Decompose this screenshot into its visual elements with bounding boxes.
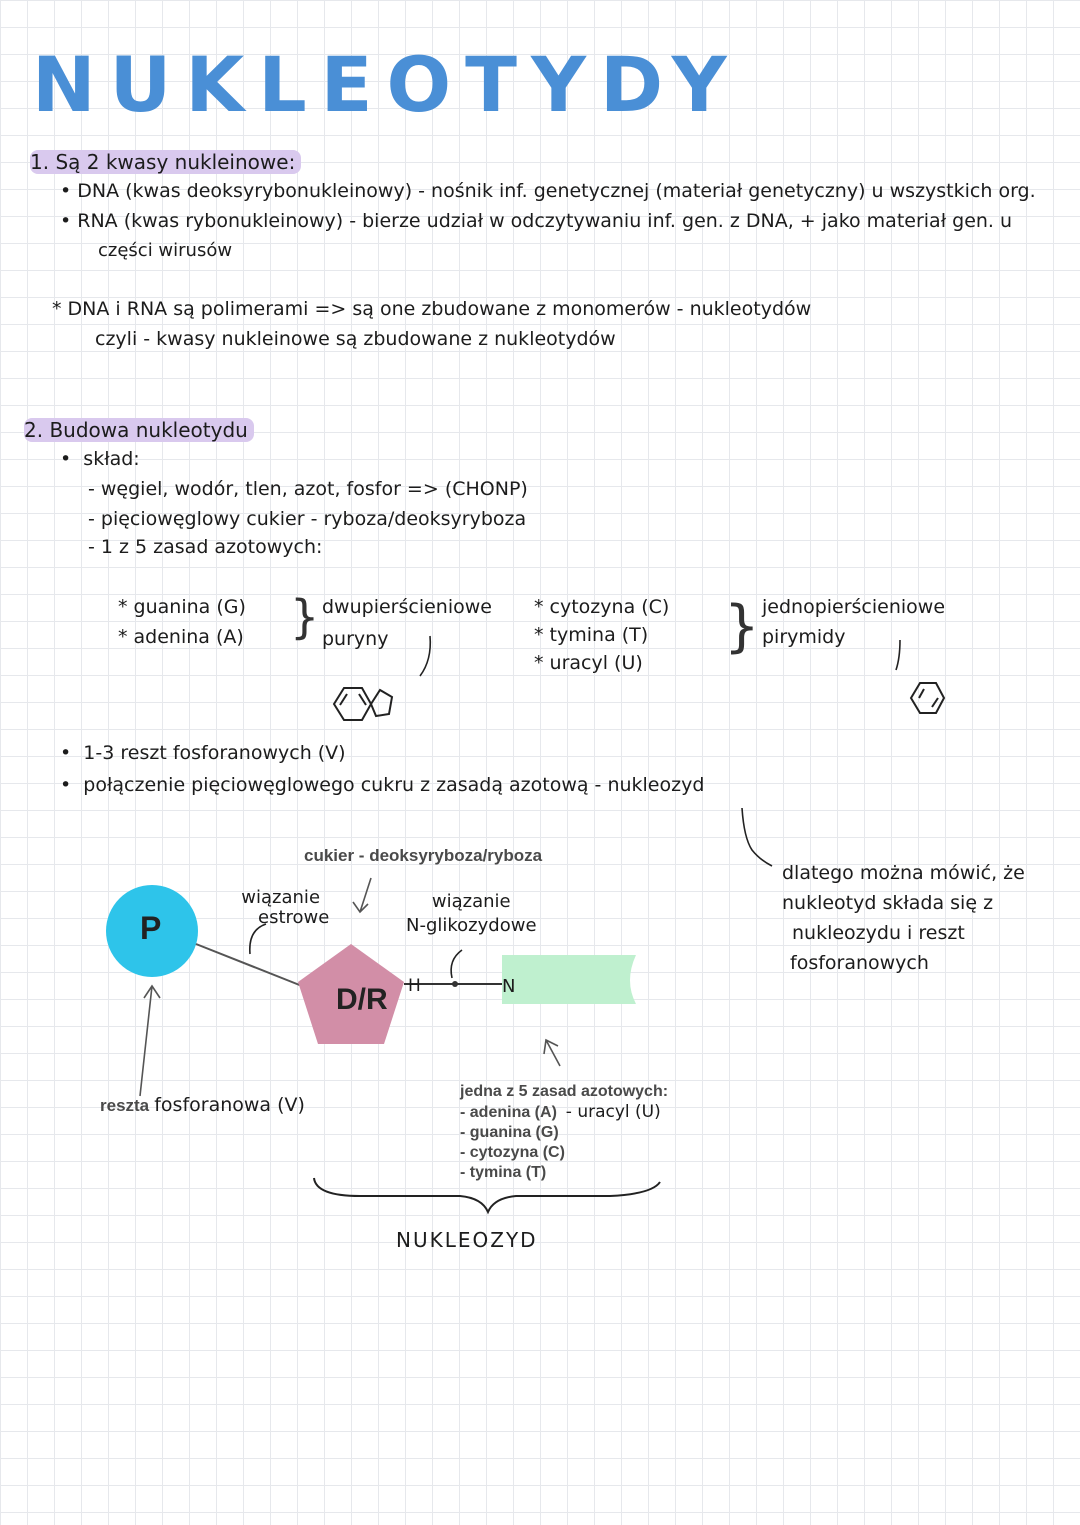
section2-heading: 2. Budowa nukleotydu: [24, 418, 254, 442]
ester-bond-label-line1: wiązanie: [241, 887, 321, 908]
nucleoside-label: NUKLEOZYD: [396, 1228, 538, 1252]
section1-heading: 1. Są 2 kwasy nukleinowe:: [30, 150, 302, 174]
section2-heading-text: 2. Budowa nukleotydu: [24, 418, 254, 442]
base-shape: [502, 955, 636, 1004]
pyrimidine-uracil: * uracyl (U): [534, 652, 643, 674]
bases-item-uracil: - uracyl (U): [565, 1102, 661, 1122]
phosphate-caption: reszta fosforanowa (V): [100, 1094, 305, 1116]
n-atom-label: N: [502, 976, 516, 997]
bullet-nucleoside-text: połączenie pięciowęglowego cukru z zasad…: [83, 774, 705, 796]
side-note-line1: dlatego można mówić, że: [782, 862, 1025, 884]
pyrimidine-cytosine: * cytozyna (C): [534, 596, 670, 618]
polymer-note-line2: czyli - kwasy nukleinowe są zbudowane z …: [95, 328, 616, 350]
sklad-item-sugar: - pięciowęglowy cukier - ryboza/deoksyry…: [88, 508, 527, 530]
glycosidic-bond-dot: [452, 981, 458, 987]
side-note-arrow: [741, 807, 773, 867]
phosphate-circle: [106, 885, 198, 977]
glycosidic-bond-label-line2: N-glikozydowe: [406, 915, 537, 936]
glycosidic-bond-label: wiązanie N-glikozydowe: [406, 890, 537, 938]
sugar-label-text: cukier - deoksyryboza/ryboza: [304, 846, 543, 865]
bullet-rna-continuation: części wirusów: [98, 240, 233, 261]
pyrimidine-ring-icon: [909, 682, 946, 714]
bullet-rna: • RNA (kwas rybonukleinowy) - bierze udz…: [60, 210, 1013, 232]
bases-item-guanine: - guanina (G): [460, 1124, 559, 1141]
bullet-dna-text: DNA (kwas deoksyrybonukleinowy) - nośnik…: [77, 180, 1036, 202]
glycosidic-pointer: [450, 949, 463, 979]
bullet-dna: • DNA (kwas deoksyrybonukleinowy) - nośn…: [60, 180, 1036, 202]
sugar-label: cukier - deoksyryboza/ryboza: [304, 846, 542, 866]
bullet-phosphate: • 1-3 reszt fosforanowych (V): [60, 742, 346, 764]
purine-desc-rings: dwupierścieniowe: [322, 596, 492, 618]
bases-caption: jedna z 5 zasad azotowych: - adenina (A)…: [460, 1082, 668, 1183]
pyrimidine-desc-name: pirymidy: [762, 626, 846, 648]
purine-arrow: [419, 635, 432, 677]
purine-ring-icon: [332, 687, 394, 721]
sugar-pentagon: [298, 944, 404, 1044]
pyrimidine-arrow: [895, 639, 901, 671]
side-note: dlatego można mówić, że nukleotyd składa…: [782, 858, 1025, 978]
ester-bond-label-line2: estrowe: [258, 907, 330, 928]
bullet-nucleoside: • połączenie pięciowęglowego cukru z zas…: [60, 774, 705, 796]
pyrimidine-desc-rings: jednopierścieniowe: [762, 596, 946, 618]
sklad-item-base: - 1 z 5 zasad azotowych:: [88, 536, 323, 558]
bullet-rna-text: RNA (kwas rybonukleinowy) - bierze udzia…: [77, 210, 1013, 232]
phosphate-caption-arrow: [139, 984, 161, 1097]
bases-item-cytosine: - cytozyna (C): [460, 1144, 565, 1161]
sklad-label: • skład:: [60, 448, 140, 470]
bases-item-adenine-row: - adenina (A) - uracyl (U): [460, 1102, 668, 1123]
bases-item-thymine: - tymina (T): [460, 1164, 547, 1181]
section1-heading-text: 1. Są 2 kwasy nukleinowe:: [30, 150, 302, 174]
sugar-arrow: [352, 877, 372, 914]
bases-title: jedna z 5 zasad azotowych:: [460, 1083, 669, 1100]
purine-desc-name: puryny: [322, 628, 389, 650]
pyrimidine-brace: }: [724, 594, 760, 659]
glycosidic-bond-label-line1: wiązanie: [431, 891, 511, 912]
sugar-letter: D/R: [336, 983, 388, 1016]
pyrimidine-thymine: * tymina (T): [534, 624, 649, 646]
phosphate-caption-hand: fosforanowa (V): [154, 1094, 305, 1116]
nucleoside-brace: [313, 1177, 661, 1215]
h-atom-label: H: [408, 976, 421, 996]
bases-item-adenine: - adenina (A): [460, 1104, 557, 1121]
bullet-phosphate-text: 1-3 reszt fosforanowych (V): [83, 742, 346, 764]
phosphate-caption-print: reszta: [100, 1096, 150, 1115]
base-caption-arrow: [543, 1038, 561, 1067]
purine-brace: }: [290, 590, 320, 644]
phosphate-letter: P: [140, 910, 162, 946]
side-note-line4: fosforanowych: [790, 952, 929, 974]
page-title: NUKLEOTYDY: [32, 40, 741, 129]
sklad-item-elements: - węgiel, wodór, tlen, azot, fosfor => (…: [88, 478, 528, 500]
sklad-label-text: skład:: [83, 448, 140, 470]
purine-adenine: * adenina (A): [118, 626, 244, 648]
purine-guanine: * guanina (G): [118, 596, 246, 618]
side-note-line2: nukleotyd składa się z: [782, 892, 994, 914]
polymer-note-line1: * DNA i RNA są polimerami => są one zbud…: [52, 298, 812, 320]
ester-bond-label: wiązanie estrowe: [232, 888, 329, 928]
side-note-line3: nukleozydu i reszt: [792, 922, 965, 944]
ester-bond-pointer: [249, 923, 267, 955]
ester-bond-line: [195, 943, 303, 987]
